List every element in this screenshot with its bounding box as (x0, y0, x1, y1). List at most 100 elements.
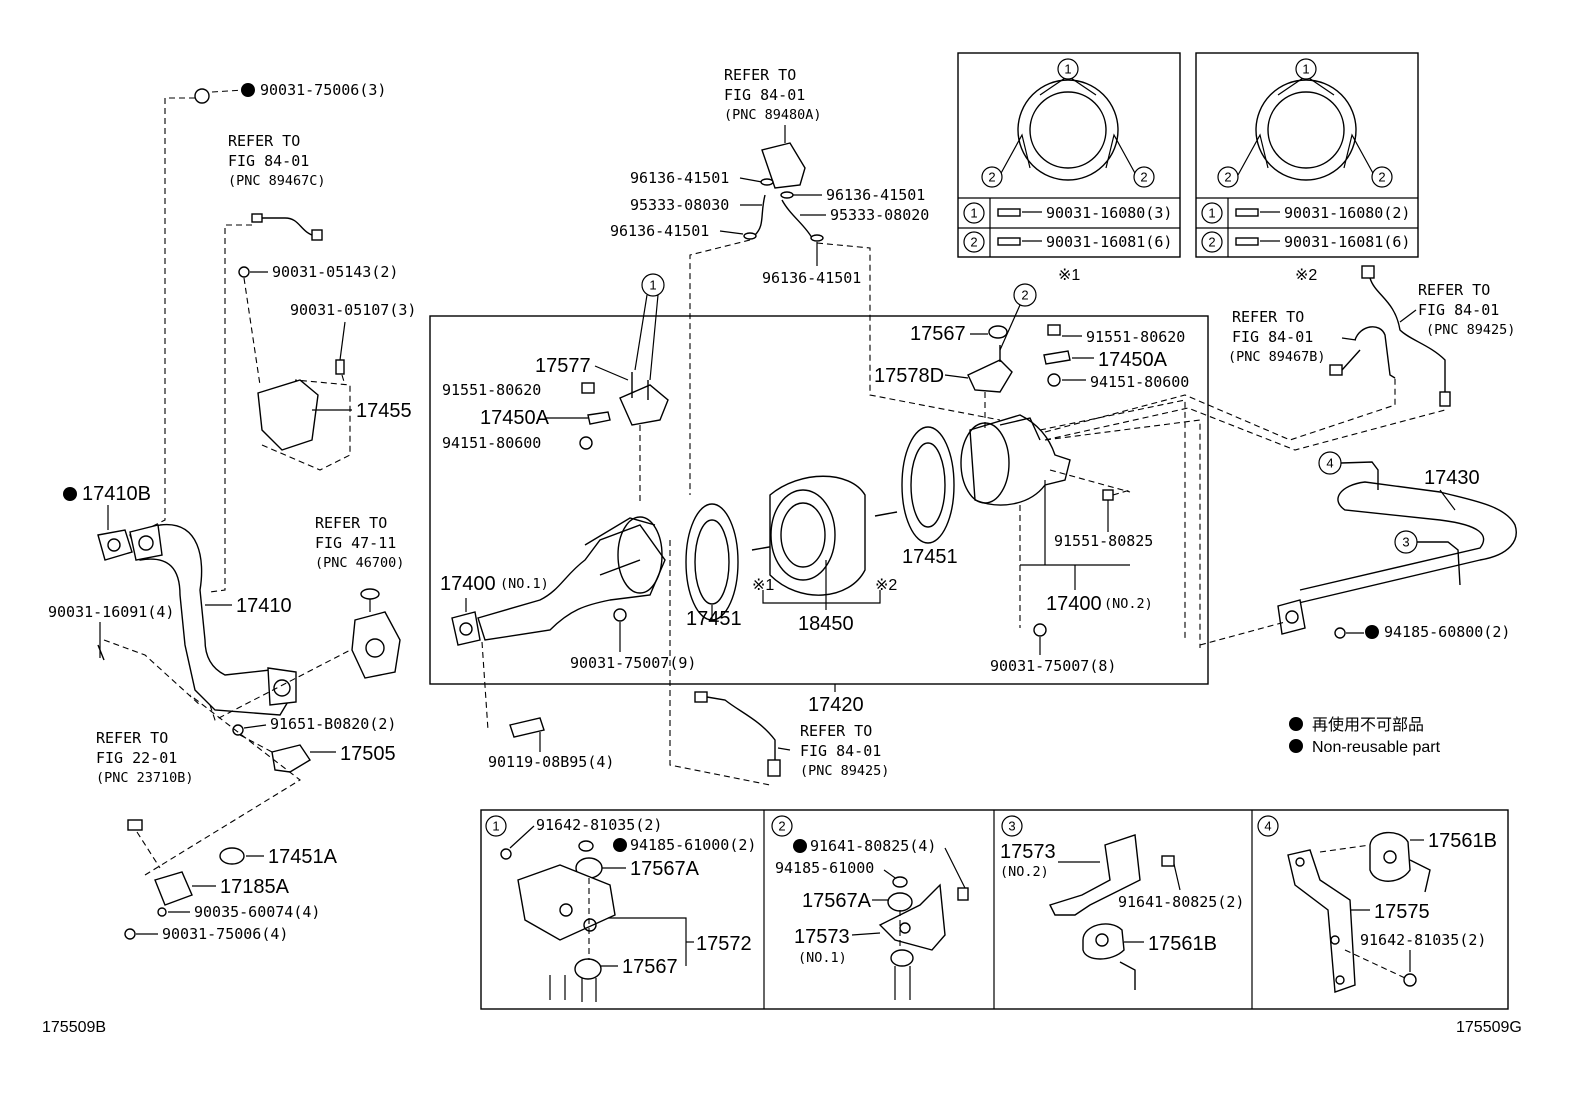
mark-1: ※1 (752, 577, 774, 594)
bolt-icon (232, 724, 244, 736)
panel4-part-c: 91642-81035(2) (1360, 931, 1486, 949)
part-label-91551-80620-b: 91551-80620 (1086, 328, 1185, 346)
bracket-17505 (271, 744, 311, 773)
bracket-17577-group: 1 17577 91551-80620 17450A 94151-80600 (442, 273, 669, 505)
panel1-part-a: 91642-81035(2) (536, 816, 662, 834)
panel1-part-e: 17567 (622, 956, 678, 978)
callout-3-text: 3 (1402, 535, 1409, 550)
gasket-17410B (97, 529, 133, 561)
refer-84-01-89480A-group: REFER TO FIG 84-01 (PNC 89480A) 96136-41… (610, 66, 1001, 495)
assembly-box-17420 (429, 315, 1209, 685)
part-label-90031-75007-8: 90031-75007(8) (990, 657, 1116, 675)
mount-rubber-icon (890, 949, 914, 967)
bolt-icon (1047, 324, 1061, 336)
refer-pnc-label: (PNC 46700) (315, 555, 404, 571)
part-label-17450A-a: 17450A (480, 407, 550, 429)
catalytic-converter-rear (969, 414, 1071, 506)
nut-icon (1033, 623, 1047, 637)
part-label-90031-16091-4: 90031-16091(4) (48, 603, 174, 621)
callout-circle-2 (1013, 283, 1037, 307)
figure-code-left: 175509B (42, 1019, 106, 1036)
callout-2-text: 2 (1021, 288, 1028, 303)
panel1-part-d: 17572 (696, 933, 752, 955)
callout-1-text: 1 (1064, 62, 1071, 77)
bracket-17185A (154, 871, 193, 906)
legend: 再使用不可部品 Non-reusable part (1289, 716, 1441, 756)
callout-3-text: 3 (1008, 819, 1015, 834)
sensor-icon (127, 819, 143, 831)
refer-to-label: REFER TO (1232, 308, 1304, 326)
bottom-panel-2: 2 91641-80825(4) 94185-61000 17567A 1757… (771, 815, 969, 1000)
part-label-17410: 17410 (236, 595, 292, 617)
tail-pipe-17430 (1289, 481, 1517, 606)
stud-icon (997, 237, 1021, 246)
oxygen-sensor-icon (1354, 326, 1396, 379)
non-reusable-dot (613, 838, 627, 852)
hose-icon (754, 194, 766, 236)
refer-to-label: REFER TO (724, 66, 796, 84)
stud-icon (874, 511, 898, 517)
panel4-part-a: 17561B (1428, 830, 1497, 852)
part-label-96136-41501-d: 96136-41501 (762, 269, 861, 287)
mount-rubber-icon (887, 892, 913, 912)
stud-icon (97, 644, 105, 661)
bracket-17578D (967, 359, 1013, 393)
table2-mark: ※2 (1295, 267, 1317, 284)
part-label-18450: 18450 (798, 613, 854, 635)
refer-pnc-label: (PNC 89467B) (1228, 349, 1326, 365)
non-reusable-dot (63, 487, 77, 501)
nut-icon (892, 876, 908, 888)
part-label-94151-80600-a: 94151-80600 (442, 434, 541, 452)
stud-icon (1235, 208, 1259, 217)
part-label-90031-05143-2: 90031-05143(2) (272, 263, 398, 281)
part-label-91651-B0820-2: 91651-B0820(2) (270, 715, 396, 733)
refer-pnc-label: (PNC 89480A) (724, 107, 822, 123)
part-label-94151-80600-b: 94151-80600 (1090, 373, 1189, 391)
callout-circle-1 (641, 273, 665, 297)
refer-to-label: REFER TO (1418, 281, 1490, 299)
stud-icon (1235, 237, 1259, 246)
callout-1-text: 1 (1208, 206, 1215, 221)
bolt-icon (500, 848, 512, 860)
bolt-icon (509, 717, 545, 738)
part-label-90031-75006-3: 90031-75006(3) (260, 81, 386, 99)
table1-mark: ※1 (1058, 267, 1080, 284)
callout-1-text: 1 (970, 206, 977, 221)
nut-icon (613, 608, 627, 622)
nut-icon (124, 928, 136, 940)
callout-2-text: 2 (778, 819, 785, 834)
oxygen-sensor-icon (694, 691, 708, 703)
refer-fig-label: FIG 84-01 (1418, 301, 1499, 319)
exhaust-valve-icon (351, 611, 401, 679)
non-reusable-dot (1365, 625, 1379, 639)
panel1-part-b: 94185-61000(2) (630, 836, 756, 854)
refer-to-label: REFER TO (800, 722, 872, 740)
front-pipe-group: 90031-75006(3) REFER TO FIG 84-01 (PNC 8… (48, 81, 416, 943)
bracket-17572 (517, 864, 616, 941)
part-label-95333-08030: 95333-08030 (630, 196, 729, 214)
panel1-part-c: 17567A (630, 858, 700, 880)
nut-icon (579, 436, 593, 450)
part-label-17450A-b: 17450A (1098, 349, 1168, 371)
nut-icon (1047, 373, 1061, 387)
bracket-17578D-group: 2 17567 17578D 91551-80620 17450A 94151-… (874, 283, 1189, 430)
part-label-17400-no2-sub: (NO.2) (1104, 596, 1153, 612)
part-label-94185-60800-2: 94185-60800(2) (1384, 623, 1510, 641)
panel3-part-a: 17573 (1000, 841, 1056, 863)
refer-fig-label: FIG 84-01 (800, 742, 881, 760)
bracket-17573-no1 (878, 883, 946, 951)
part-label-17430: 17430 (1424, 467, 1480, 489)
part-label-95333-08020: 95333-08020 (830, 206, 929, 224)
part-label-96136-41501-b: 96136-41501 (826, 186, 925, 204)
part-label-17185A: 17185A (220, 876, 290, 898)
bolt-icon (335, 359, 345, 375)
non-reusable-dot (1289, 717, 1303, 731)
part-label-17577: 17577 (535, 355, 591, 377)
bracket-17577 (619, 384, 669, 426)
mount-rubber-icon (574, 958, 602, 980)
callout-1-text: 1 (492, 819, 499, 834)
refer-fig-label: FIG 84-01 (724, 86, 805, 104)
callout-2-text: 2 (1378, 170, 1385, 185)
part-label-96136-41501-c: 96136-41501 (610, 222, 709, 240)
